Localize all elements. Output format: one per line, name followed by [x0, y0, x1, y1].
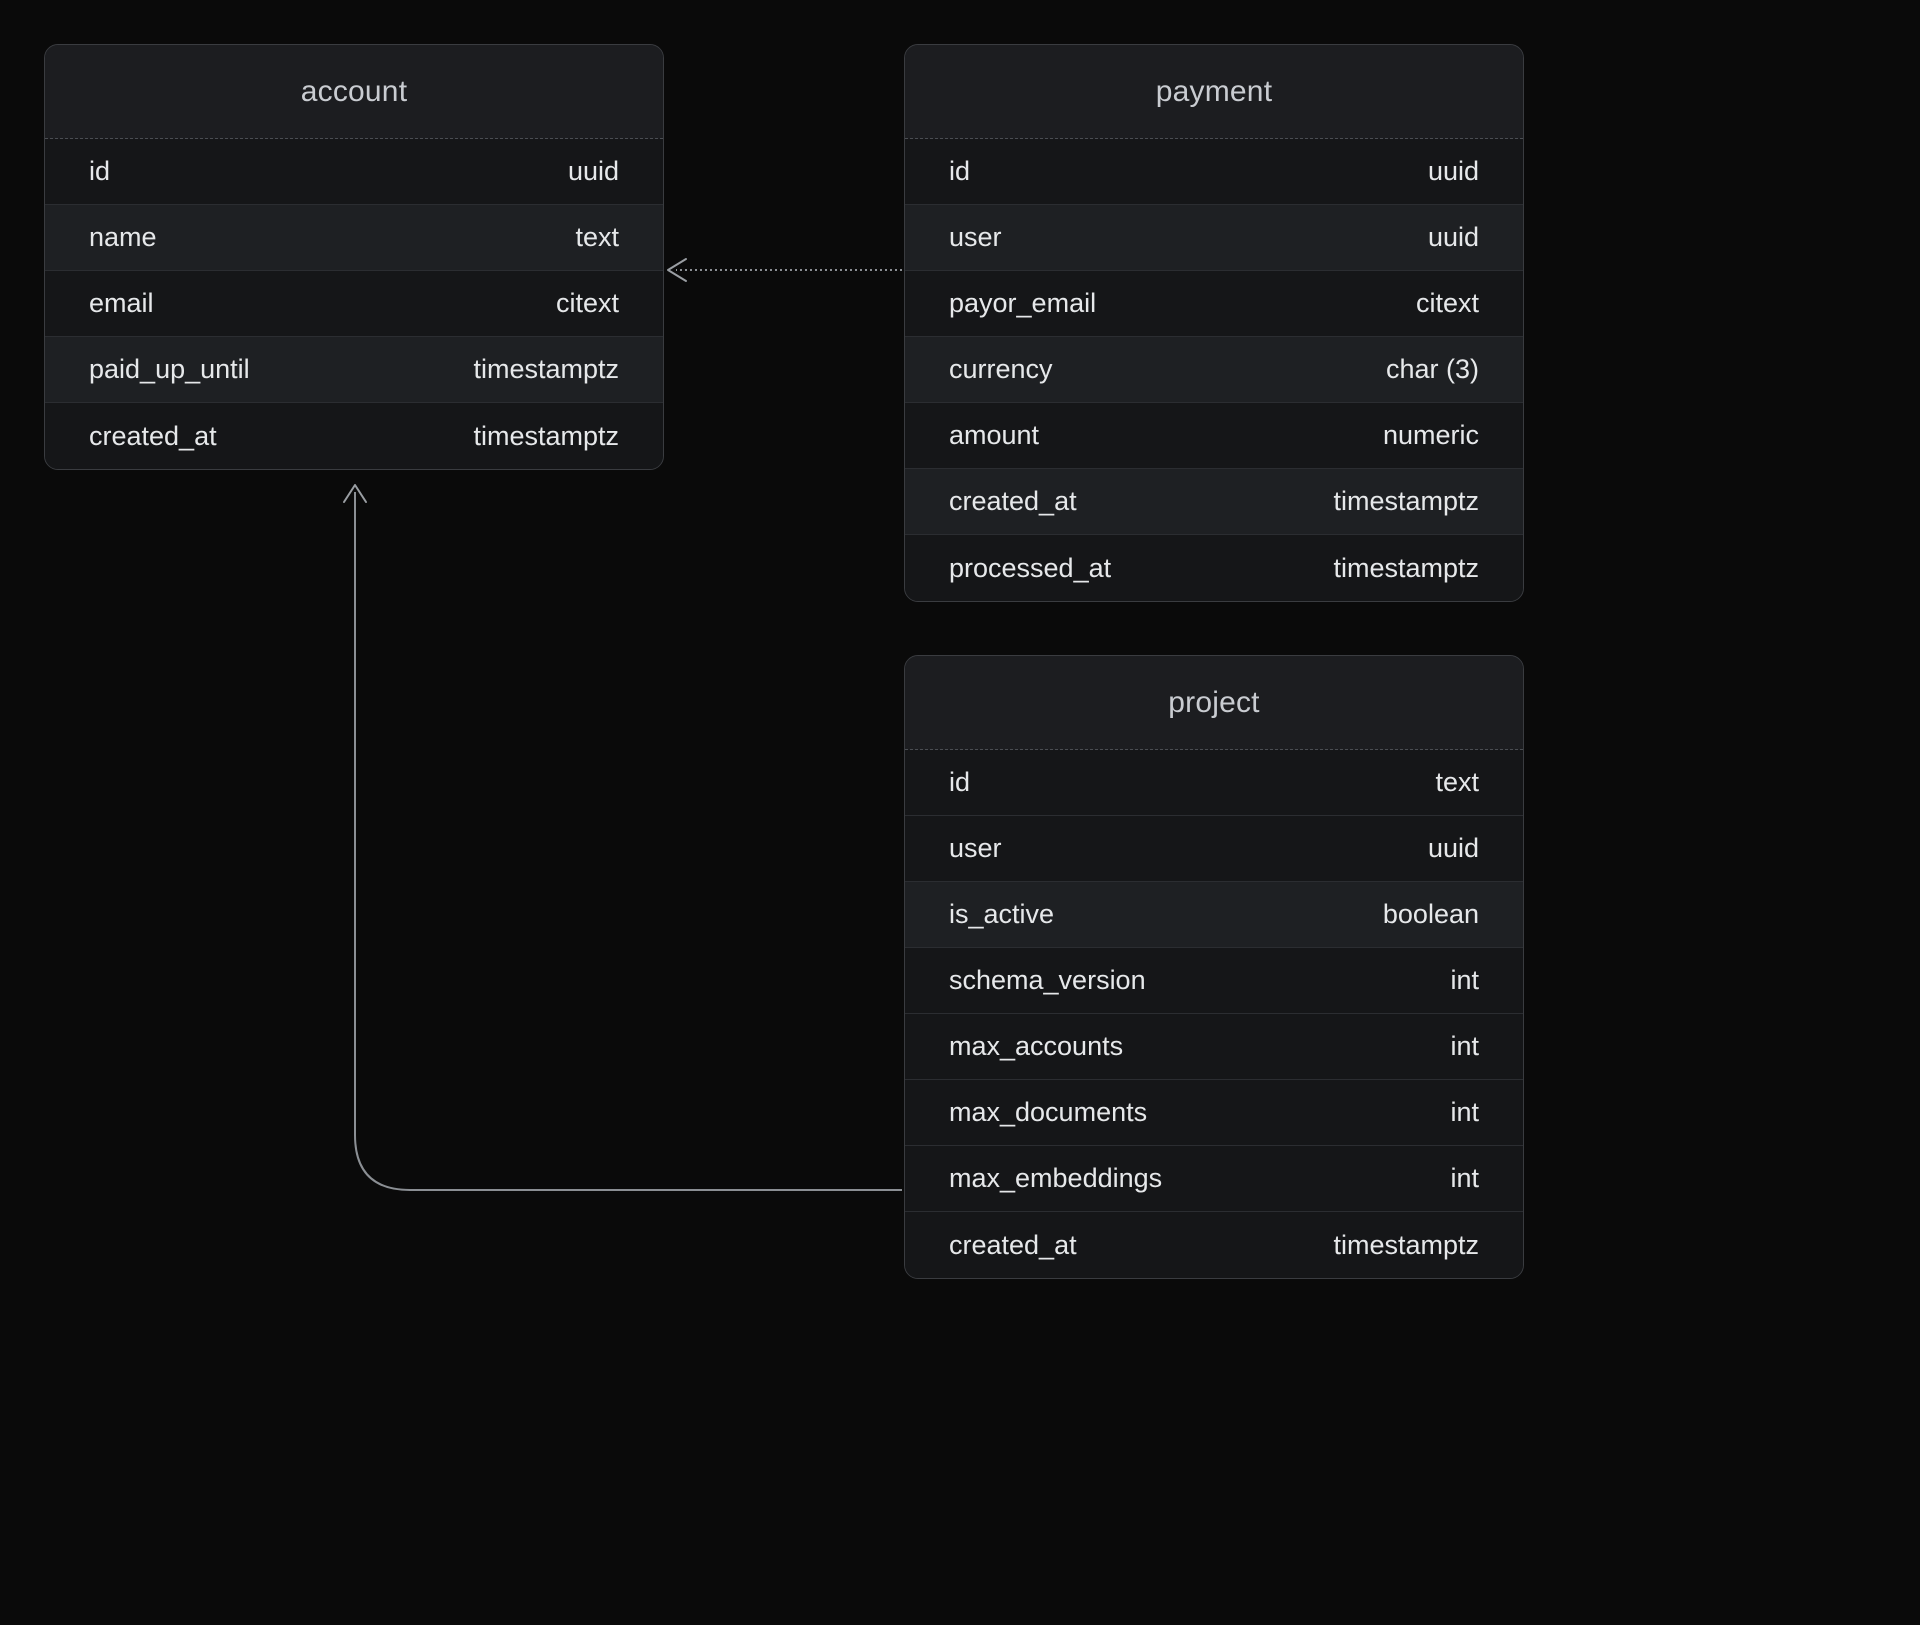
column-name: processed_at	[949, 552, 1112, 583]
column-type: timestamptz	[1333, 486, 1479, 516]
table-row[interactable]: amount numeric	[905, 403, 1523, 469]
connector-project-to-account	[343, 484, 902, 1191]
column-name: name	[89, 222, 157, 252]
table-row[interactable]: created_at timestamptz	[905, 1212, 1523, 1278]
column-name: created_at	[949, 486, 1077, 516]
table-row[interactable]: created_at timestamptz	[45, 403, 663, 469]
table-row[interactable]: user uuid	[905, 205, 1523, 271]
column-name: payor_email	[949, 288, 1097, 318]
table-row[interactable]: email citext	[45, 271, 663, 337]
table-header-payment: payment	[905, 45, 1523, 139]
column-type: int	[1450, 1163, 1479, 1193]
column-name: id	[89, 156, 111, 186]
column-type: uuid	[1427, 222, 1479, 252]
table-card-account[interactable]: account id uuid name text email citext p…	[44, 44, 664, 470]
table-row[interactable]: created_at timestamptz	[905, 469, 1523, 535]
column-name: max_accounts	[949, 1031, 1124, 1061]
table-row[interactable]: currency char (3)	[905, 337, 1523, 403]
table-row[interactable]: id text	[905, 750, 1523, 816]
column-type: uuid	[567, 156, 619, 186]
table-row[interactable]: max_accounts int	[905, 1014, 1523, 1080]
column-type: timestamptz	[1333, 552, 1479, 583]
column-name: created_at	[89, 420, 217, 451]
table-title: project	[1168, 685, 1260, 719]
table-row[interactable]: processed_at timestamptz	[905, 535, 1523, 601]
column-type: uuid	[1427, 833, 1479, 863]
table-row[interactable]: max_embeddings int	[905, 1146, 1523, 1212]
column-name: schema_version	[949, 965, 1146, 995]
column-name: user	[949, 833, 1002, 863]
table-row[interactable]: name text	[45, 205, 663, 271]
table-title: account	[300, 74, 408, 108]
table-row[interactable]: id uuid	[45, 139, 663, 205]
column-name: is_active	[949, 899, 1055, 929]
column-name: max_documents	[949, 1097, 1148, 1127]
table-row[interactable]: schema_version int	[905, 948, 1523, 1014]
column-name: currency	[949, 354, 1053, 384]
table-row[interactable]: paid_up_until timestamptz	[45, 337, 663, 403]
column-type: timestamptz	[473, 354, 619, 384]
column-type: uuid	[1427, 156, 1479, 186]
column-name: id	[949, 156, 971, 186]
column-type: int	[1450, 965, 1479, 995]
column-type: timestamptz	[473, 420, 619, 451]
column-type: citext	[555, 288, 619, 318]
table-row[interactable]: user uuid	[905, 816, 1523, 882]
column-type: int	[1450, 1097, 1479, 1127]
table-row[interactable]: max_documents int	[905, 1080, 1523, 1146]
column-name: created_at	[949, 1229, 1077, 1260]
column-type: citext	[1415, 288, 1479, 318]
connector-payment-to-account	[667, 258, 902, 282]
column-type: boolean	[1382, 899, 1479, 929]
column-name: paid_up_until	[89, 354, 250, 384]
table-header-account: account	[45, 45, 663, 139]
table-header-project: project	[905, 656, 1523, 750]
table-title: payment	[1155, 74, 1273, 108]
column-type: text	[575, 222, 619, 252]
column-name: user	[949, 222, 1002, 252]
column-type: char (3)	[1385, 354, 1479, 384]
column-type: timestamptz	[1333, 1229, 1479, 1260]
column-type: int	[1450, 1031, 1479, 1061]
column-type: text	[1435, 767, 1479, 797]
column-type: numeric	[1382, 420, 1479, 450]
table-card-project[interactable]: project id text user uuid is_active bool…	[904, 655, 1524, 1279]
table-card-payment[interactable]: payment id uuid user uuid payor_email ci…	[904, 44, 1524, 602]
table-row[interactable]: payor_email citext	[905, 271, 1523, 337]
column-name: amount	[949, 420, 1040, 450]
column-name: id	[949, 767, 971, 797]
column-name: email	[89, 288, 154, 318]
table-row[interactable]: is_active boolean	[905, 882, 1523, 948]
table-row[interactable]: id uuid	[905, 139, 1523, 205]
column-name: max_embeddings	[949, 1163, 1163, 1193]
